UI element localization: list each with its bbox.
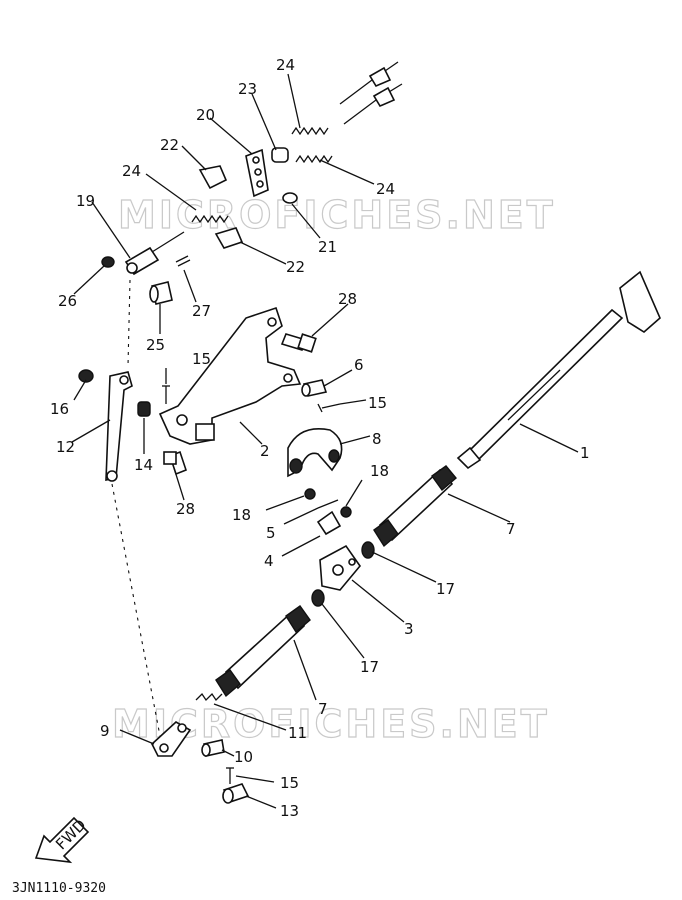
part-28-bolt-top xyxy=(280,333,317,353)
label-14: 14 xyxy=(134,456,153,474)
part-4-spring xyxy=(316,510,342,536)
part-17-ring-a xyxy=(361,541,375,559)
part-12-link xyxy=(105,371,133,482)
part-10-bolt xyxy=(201,739,225,757)
label-15-top: 15 xyxy=(192,350,211,368)
label-18-right: 18 xyxy=(370,462,389,480)
part-28-bolt-bottom xyxy=(163,450,187,476)
label-9: 9 xyxy=(100,722,110,740)
label-24-top: 24 xyxy=(276,56,295,74)
part-13-bushing xyxy=(222,783,250,804)
label-13: 13 xyxy=(280,802,299,820)
label-22-lower: 22 xyxy=(286,258,305,276)
part-20-plate xyxy=(245,148,269,198)
part-16-washer xyxy=(78,369,94,383)
label-15-right: 15 xyxy=(368,394,387,412)
part-26-washer xyxy=(101,256,115,268)
part-27-cotter xyxy=(175,255,191,267)
part-5-pin xyxy=(317,499,339,509)
label-7-lower: 7 xyxy=(318,700,328,718)
part-24-spring-upper xyxy=(291,126,329,136)
part-1-shift-rod xyxy=(456,270,661,470)
part-18-washer-b xyxy=(340,506,352,518)
label-1: 1 xyxy=(580,444,590,462)
label-24-left: 24 xyxy=(122,162,141,180)
part-18-washer-a xyxy=(304,488,316,500)
part-6-pin xyxy=(301,379,328,397)
part-15-screw-right xyxy=(317,403,341,413)
label-18-left: 18 xyxy=(232,506,251,524)
part-19-cable-end xyxy=(124,231,185,276)
label-17-lower: 17 xyxy=(360,658,379,676)
part-23-collar xyxy=(271,147,289,163)
label-16: 16 xyxy=(50,400,69,418)
label-6: 6 xyxy=(354,356,364,374)
leader-lines xyxy=(71,73,579,809)
part-9-lever xyxy=(151,721,192,757)
part-7-tube-upper xyxy=(373,465,457,548)
label-23: 23 xyxy=(238,80,257,98)
label-11: 11 xyxy=(288,724,307,742)
label-7-upper: 7 xyxy=(506,520,516,538)
part-22-clip-upper xyxy=(198,165,228,190)
label-26: 26 xyxy=(58,292,77,310)
part-14-sleeve xyxy=(137,401,151,417)
label-8: 8 xyxy=(372,430,382,448)
part-24-spring-lower xyxy=(295,154,333,164)
part-17-ring-b xyxy=(311,589,325,607)
label-17-upper: 17 xyxy=(436,580,455,598)
label-22-upper: 22 xyxy=(160,136,179,154)
label-25: 25 xyxy=(146,336,165,354)
part-7-tube-lower xyxy=(215,605,311,698)
part-22-clip-lower xyxy=(214,227,244,249)
cable-ends-top xyxy=(339,61,403,125)
part-2-bracket xyxy=(158,306,302,445)
part-24-spring-left xyxy=(191,214,229,224)
label-5: 5 xyxy=(266,524,276,542)
label-21: 21 xyxy=(318,238,337,256)
part-25-pin xyxy=(149,281,173,305)
label-4: 4 xyxy=(264,552,274,570)
diagram-code: 3JN1110-9320 xyxy=(12,881,106,896)
fwd-arrow-icon: FWD xyxy=(34,816,90,864)
part-3-joint xyxy=(319,544,362,591)
link-centerline-upper xyxy=(127,279,131,367)
part-15-screw-top xyxy=(162,385,170,404)
label-15-bottom: 15 xyxy=(280,774,299,792)
part-11-spring xyxy=(195,692,223,702)
label-12: 12 xyxy=(56,438,75,456)
link-centerline-lower xyxy=(111,483,161,737)
label-20: 20 xyxy=(196,106,215,124)
label-27: 27 xyxy=(192,302,211,320)
label-3: 3 xyxy=(404,620,414,638)
label-28-top: 28 xyxy=(338,290,357,308)
part-21-nut xyxy=(282,192,298,204)
watermark-top: MICROFICHES.NET xyxy=(118,193,556,237)
label-10: 10 xyxy=(234,748,253,766)
label-2: 2 xyxy=(260,442,270,460)
part-15-screw-bottom xyxy=(226,767,234,784)
label-19: 19 xyxy=(76,192,95,210)
label-24-right: 24 xyxy=(376,180,395,198)
label-28-bottom: 28 xyxy=(176,500,195,518)
part-8-clamp xyxy=(287,428,343,478)
